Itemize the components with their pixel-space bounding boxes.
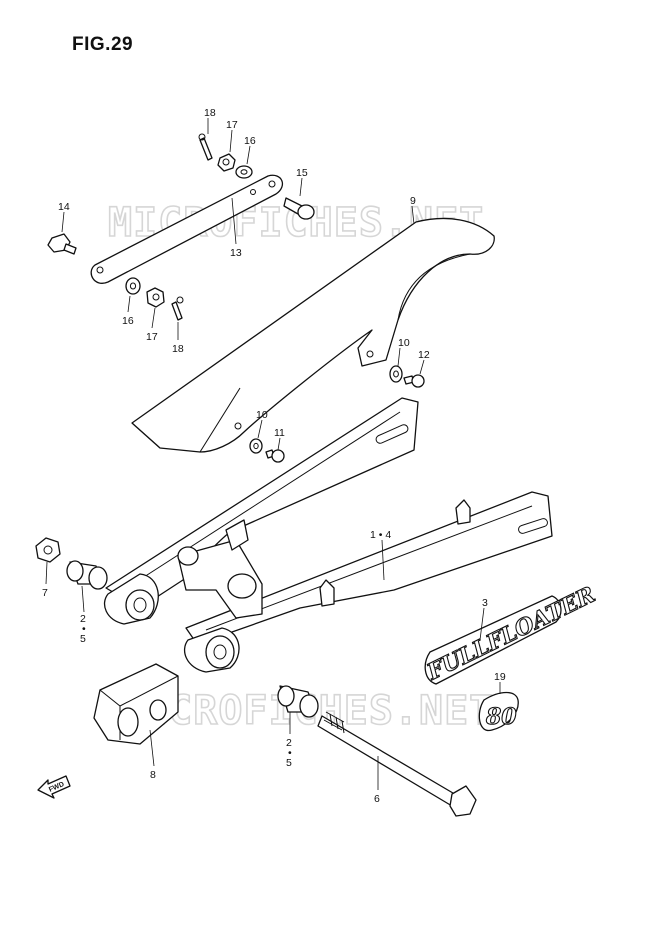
cotter-pin-upper <box>198 133 213 161</box>
callout-3: 3 <box>482 597 488 609</box>
swingarm <box>103 397 553 673</box>
callout-8: 8 <box>150 769 156 781</box>
bolt-15 <box>283 197 315 220</box>
forward-arrow-icon: FWD <box>37 775 71 799</box>
callout-16-lower: 16 <box>122 315 134 327</box>
spacer-lower <box>277 685 319 718</box>
callout-13: 13 <box>230 247 242 259</box>
badge-80: 80 <box>478 691 519 731</box>
washer-upper <box>235 165 253 179</box>
callout-labels: 18 17 16 15 14 13 9 16 17 18 10 12 10 11… <box>42 107 506 805</box>
callout-10-lower: 10 <box>256 409 268 421</box>
callout-17-upper: 17 <box>226 119 238 131</box>
callout-5-upper: 5 <box>80 633 86 645</box>
screw-12 <box>403 374 425 388</box>
callout-2-upper: 2 <box>80 613 86 625</box>
cotter-pin-lower <box>171 296 184 321</box>
screw-11 <box>265 449 285 463</box>
washer-10a <box>389 365 403 383</box>
callout-1-4: 1 • 4 <box>370 529 391 541</box>
callout-dot-lower: • <box>288 747 292 759</box>
callout-10-upper: 10 <box>398 337 410 349</box>
callout-19: 19 <box>494 671 506 683</box>
bolt-14 <box>47 233 77 255</box>
washer-lower <box>125 277 141 295</box>
callout-dot-upper: • <box>82 623 86 635</box>
chain-case <box>131 217 495 453</box>
pivot-shaft <box>317 711 477 817</box>
callout-15: 15 <box>296 167 308 179</box>
pivot-nut <box>35 537 61 563</box>
washer-10b <box>249 438 263 454</box>
callout-11: 11 <box>274 427 285 439</box>
full-floater-emblem: FULLFLOATER <box>422 581 600 686</box>
callout-6: 6 <box>374 793 380 805</box>
callout-12: 12 <box>418 349 430 361</box>
callout-5-lower: 5 <box>286 757 292 769</box>
torque-link <box>90 174 284 284</box>
nut-upper <box>217 153 236 172</box>
badge-80-text: 80 <box>485 704 517 730</box>
callout-17-lower: 17 <box>146 331 158 343</box>
pivot-cover <box>93 663 179 745</box>
callout-18-upper: 18 <box>204 107 216 119</box>
callout-14: 14 <box>58 201 70 213</box>
callout-9: 9 <box>410 195 416 207</box>
callout-18-lower: 18 <box>172 343 184 355</box>
spacer-upper <box>66 560 108 590</box>
callout-7: 7 <box>42 587 48 599</box>
leader-lines <box>45 118 501 790</box>
figure-title: FIG.29 <box>72 34 134 55</box>
emblem-text: FULLFLOATER <box>422 582 599 686</box>
callout-16-upper: 16 <box>244 135 256 147</box>
callout-2-lower: 2 <box>286 737 292 749</box>
nut-lower <box>146 287 165 308</box>
